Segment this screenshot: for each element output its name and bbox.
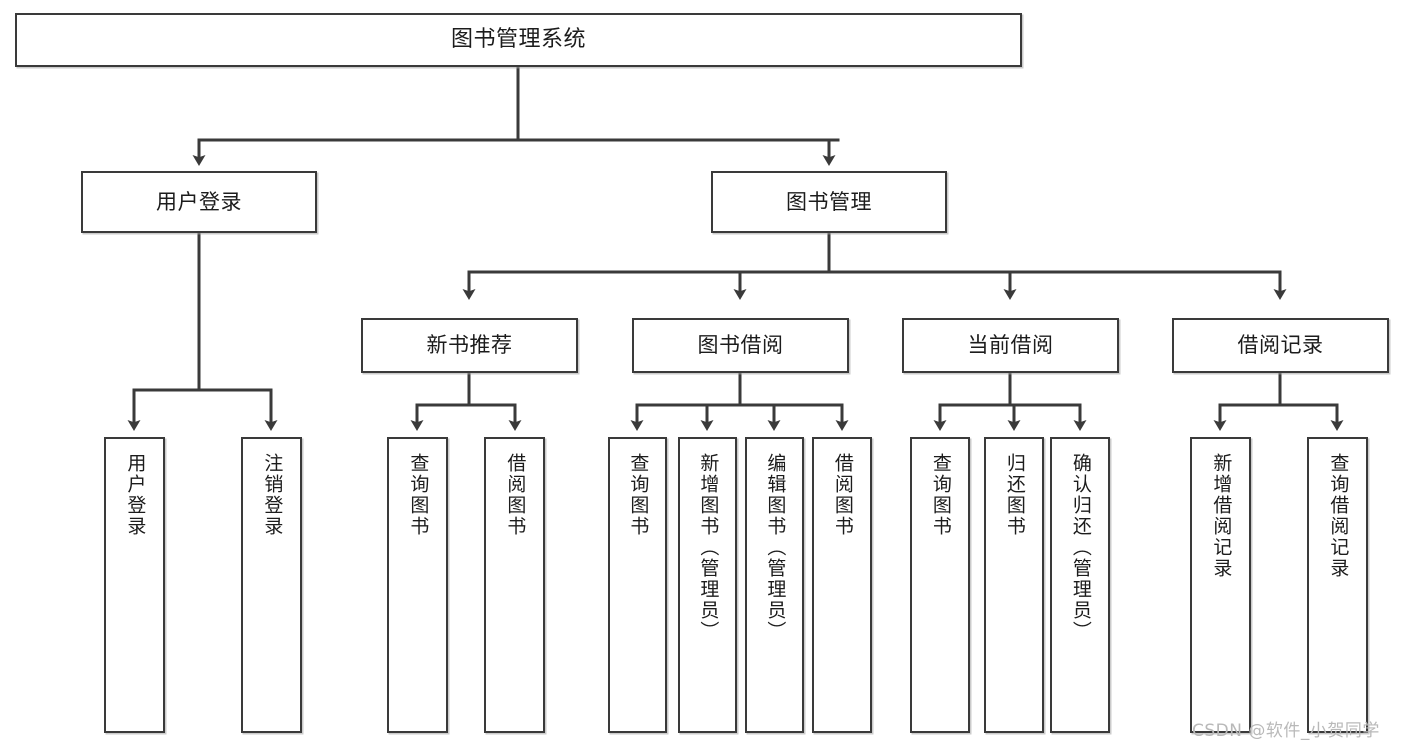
node-label: 新书推荐 <box>426 333 513 358</box>
node-leaf-confirm-return-admin[interactable]: 确认归还（管理员） <box>1050 437 1110 733</box>
csdn-watermark: CSDN @软件_小贺同学 <box>1192 721 1380 741</box>
node-leaf-query-book-recommend[interactable]: 查询图书 <box>387 437 448 733</box>
node-label: 注销登录 <box>261 453 284 537</box>
node-leaf-add-book-admin[interactable]: 新增图书（管理员） <box>678 437 737 733</box>
node-label: 确认归还（管理员） <box>1069 453 1092 642</box>
node-label: 查询图书 <box>407 453 430 537</box>
node-label: 借阅图书 <box>831 453 854 537</box>
node-leaf-borrow-book[interactable]: 借阅图书 <box>812 437 872 733</box>
node-leaf-edit-book-admin[interactable]: 编辑图书（管理员） <box>745 437 804 733</box>
node-borrow-record[interactable]: 借阅记录 <box>1172 318 1389 373</box>
node-leaf-logout[interactable]: 注销登录 <box>241 437 302 733</box>
node-book-manage[interactable]: 图书管理 <box>711 171 947 233</box>
node-label: 归还图书 <box>1003 453 1026 537</box>
node-label: 编辑图书（管理员） <box>764 453 787 642</box>
node-leaf-user-login[interactable]: 用户登录 <box>104 437 165 733</box>
node-leaf-add-borrow-record[interactable]: 新增借阅记录 <box>1190 437 1251 733</box>
node-label: 新增借阅记录 <box>1210 453 1233 579</box>
node-user-login[interactable]: 用户登录 <box>81 171 317 233</box>
node-label: 借阅记录 <box>1237 333 1324 358</box>
node-label: 图书管理系统 <box>450 27 586 53</box>
node-leaf-query-book-borrow[interactable]: 查询图书 <box>608 437 667 733</box>
node-label: 新增图书（管理员） <box>697 453 720 642</box>
node-label: 用户登录 <box>156 189 242 214</box>
node-label: 用户登录 <box>124 453 147 537</box>
node-root-system[interactable]: 图书管理系统 <box>15 13 1022 67</box>
node-leaf-borrow-book-recommend[interactable]: 借阅图书 <box>484 437 545 733</box>
node-current-borrow[interactable]: 当前借阅 <box>902 318 1119 373</box>
node-label: 查询图书 <box>627 453 650 537</box>
node-new-book-recommend[interactable]: 新书推荐 <box>361 318 578 373</box>
node-label: 图书借阅 <box>697 333 784 358</box>
node-leaf-return-book[interactable]: 归还图书 <box>984 437 1044 733</box>
node-leaf-query-book-current[interactable]: 查询图书 <box>910 437 970 733</box>
node-label: 当前借阅 <box>967 333 1054 358</box>
node-label: 查询借阅记录 <box>1327 453 1350 579</box>
node-leaf-query-borrow-record[interactable]: 查询借阅记录 <box>1307 437 1368 733</box>
node-label: 图书管理 <box>786 189 872 214</box>
node-label: 查询图书 <box>929 453 952 537</box>
node-book-borrow[interactable]: 图书借阅 <box>632 318 849 373</box>
node-label: 借阅图书 <box>504 453 527 537</box>
